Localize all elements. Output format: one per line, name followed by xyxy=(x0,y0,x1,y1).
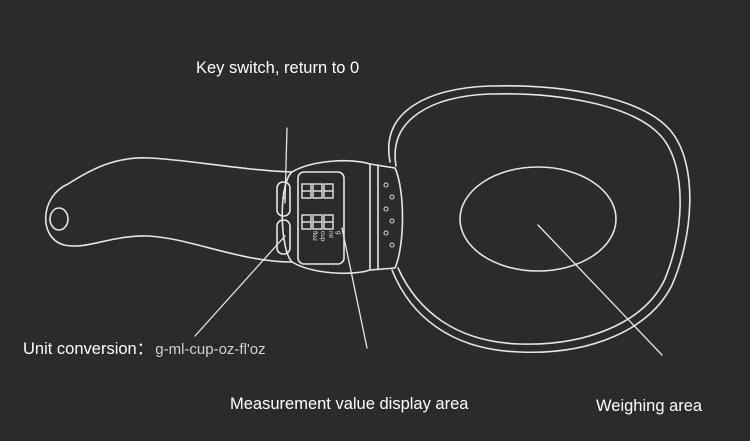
lcd-frame xyxy=(297,171,345,265)
display-housing xyxy=(281,159,371,275)
callout-key-switch xyxy=(284,127,288,204)
key-switch-label: Key switch, return to 0 xyxy=(196,59,360,77)
lcd-digits xyxy=(301,183,334,230)
neck-grip-dots xyxy=(383,182,395,248)
hang-hole xyxy=(49,207,69,231)
callout-measurement xyxy=(341,227,368,349)
tare-button-mark xyxy=(282,195,286,200)
lcd-unit-cup: cup xyxy=(319,231,326,242)
callout-weighing xyxy=(537,224,663,356)
unit-button-mark xyxy=(282,238,286,242)
callout-unit-conversion xyxy=(194,235,286,337)
unit-conversion-title: Unit conversion： xyxy=(23,340,154,358)
unit-conversion-label: Unit conversion：g-ml-cup-oz-fl'oz xyxy=(23,335,266,359)
spoon-bowl xyxy=(387,84,691,354)
weighing-plate xyxy=(459,166,617,272)
lcd-unit-g: g xyxy=(335,231,342,235)
lcd-unit-floz: floz xyxy=(311,231,318,241)
lcd-unit-ml: ml xyxy=(327,231,334,238)
weighing-area-label: Weighing area xyxy=(596,397,703,415)
spoon-handle xyxy=(44,157,293,263)
spoon-bowl-inner xyxy=(394,92,681,345)
neck-ring xyxy=(369,163,404,271)
tare-button xyxy=(276,181,291,217)
measurement-display-label: Measurement value display area xyxy=(230,395,469,413)
unit-list: g-ml-cup-oz-fl'oz xyxy=(155,341,266,358)
unit-button xyxy=(276,219,291,255)
lcd-unit-labels: g ml cup floz xyxy=(311,231,342,242)
